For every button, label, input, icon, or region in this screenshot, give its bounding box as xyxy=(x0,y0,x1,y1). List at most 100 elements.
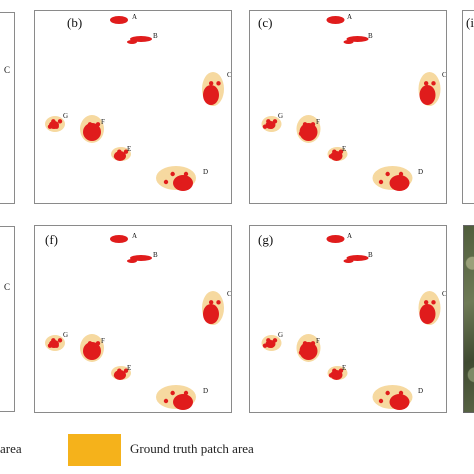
prediction-speck xyxy=(177,398,182,404)
patch-f: F xyxy=(80,334,105,362)
prediction-speck xyxy=(163,398,169,404)
legend-ground-truth-swatch xyxy=(68,434,121,466)
prediction-speck xyxy=(310,122,316,127)
patch-b: B xyxy=(127,32,158,44)
prediction-speck xyxy=(91,131,97,136)
prediction-region xyxy=(110,16,128,24)
patch-letter: D xyxy=(203,387,208,395)
patch-letter: G xyxy=(278,112,283,120)
patch-letter: C xyxy=(442,71,447,79)
prediction-region xyxy=(326,235,345,243)
prediction-speck xyxy=(95,122,101,127)
prediction-speck xyxy=(269,124,274,129)
patch-a: A xyxy=(326,232,352,243)
prediction-speck xyxy=(385,390,390,396)
prediction-speck xyxy=(87,341,93,346)
prediction-region xyxy=(83,123,101,141)
panel-partial-right-top: (i xyxy=(462,10,474,204)
prediction-speck xyxy=(163,179,169,185)
prediction-speck xyxy=(423,81,429,86)
prediction-speck xyxy=(51,119,56,124)
prediction-speck xyxy=(310,341,316,346)
prediction-speck xyxy=(91,350,97,355)
patch-d: D xyxy=(372,385,423,410)
panel-label: (g) xyxy=(258,232,274,247)
patch-letter: G xyxy=(63,112,68,120)
patch-a: A xyxy=(110,13,137,24)
prediction-speck xyxy=(212,92,218,97)
patch-letter: B xyxy=(153,32,158,40)
patch-e: E xyxy=(111,364,131,380)
patch-c: C xyxy=(418,71,447,106)
prediction-region xyxy=(346,36,369,42)
prediction-speck xyxy=(378,179,384,185)
prediction-region xyxy=(419,85,436,105)
prediction-speck xyxy=(302,122,308,127)
panel-label: (b) xyxy=(67,15,83,30)
patch-b: B xyxy=(127,251,158,263)
prediction-speck xyxy=(423,300,429,305)
panel-partial-left-top: C xyxy=(0,12,15,204)
legend-ground-truth-label: Ground truth patch area xyxy=(130,441,254,456)
prediction-speck xyxy=(205,311,210,316)
prediction-speck xyxy=(427,311,433,316)
prediction-speck xyxy=(431,300,436,305)
prediction-speck xyxy=(272,119,278,124)
patch-label-c: C xyxy=(4,65,11,75)
prediction-speck xyxy=(298,131,304,136)
prediction-speck xyxy=(328,373,334,378)
prediction-speck xyxy=(392,179,397,185)
patch-letter: A xyxy=(132,232,137,240)
prediction-region xyxy=(173,175,193,191)
prediction-region xyxy=(127,259,137,263)
prediction-speck xyxy=(266,338,271,343)
prediction-region xyxy=(419,304,436,324)
prediction-region xyxy=(389,394,410,410)
prediction-speck xyxy=(54,124,59,129)
prediction-region xyxy=(389,175,410,191)
prediction-speck xyxy=(335,154,340,159)
prediction-speck xyxy=(306,350,312,355)
prediction-speck xyxy=(332,368,337,373)
prediction-speck xyxy=(378,398,384,404)
prediction-speck xyxy=(332,149,337,154)
prediction-speck xyxy=(266,119,271,124)
patch-a: A xyxy=(110,232,137,243)
patch-c: C xyxy=(202,290,231,325)
prediction-speck xyxy=(338,149,344,154)
prediction-speck xyxy=(83,131,89,136)
panel-label: (f) xyxy=(45,232,58,247)
patch-g: G xyxy=(45,112,68,132)
prediction-region xyxy=(343,40,354,44)
legend-prediction-label: area xyxy=(0,441,22,456)
prediction-region xyxy=(203,85,219,105)
prediction-speck xyxy=(47,124,53,129)
prediction-speck xyxy=(216,81,221,86)
prediction-speck xyxy=(117,368,122,373)
patch-letter: B xyxy=(368,32,373,40)
patch-e: E xyxy=(327,145,348,161)
patch-label-c: C xyxy=(4,282,11,292)
prediction-speck xyxy=(427,92,433,97)
prediction-speck xyxy=(47,343,53,348)
patch-f: F xyxy=(296,115,321,143)
prediction-speck xyxy=(123,368,129,373)
patch-letter: A xyxy=(347,13,352,21)
prediction-speck xyxy=(328,154,334,159)
patch-a: A xyxy=(326,13,352,24)
prediction-speck xyxy=(306,131,312,136)
patch-c: C xyxy=(202,71,232,106)
patch-g: G xyxy=(45,331,68,351)
prediction-speck xyxy=(385,171,390,177)
patch-letter: F xyxy=(101,118,105,126)
prediction-speck xyxy=(269,343,274,348)
prediction-speck xyxy=(272,338,278,343)
prediction-speck xyxy=(177,179,182,185)
prediction-region xyxy=(173,394,193,410)
prediction-speck xyxy=(302,341,308,346)
patch-letter: C xyxy=(227,71,232,79)
prediction-speck xyxy=(420,311,425,316)
